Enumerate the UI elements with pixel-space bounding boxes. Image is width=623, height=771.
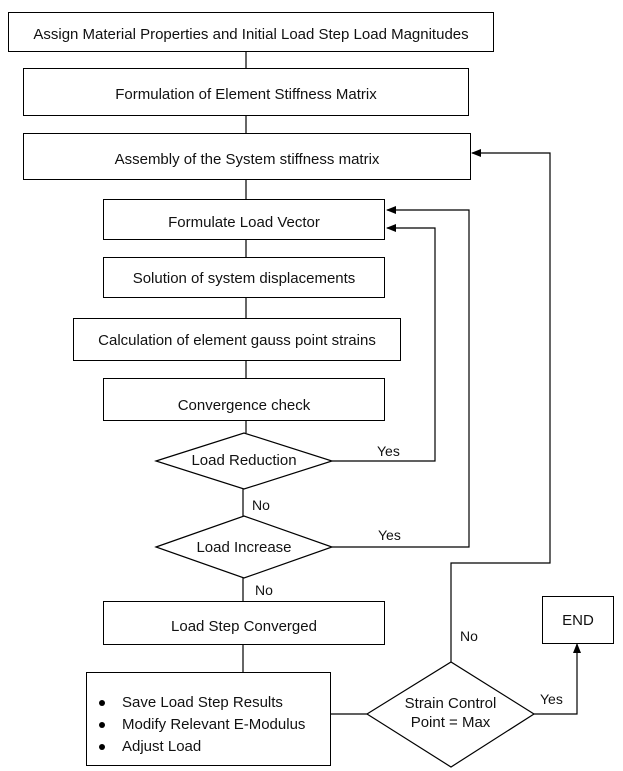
convergence-label: Convergence check <box>177 396 311 414</box>
strain-control-label-line2: Point = Max <box>410 714 491 731</box>
end-label: END <box>562 612 594 629</box>
element-stiffness-box: Formulation of Element Stiffness Matrix <box>23 68 469 116</box>
action-item: Save Load Step Results <box>97 692 305 714</box>
connector-strain-yes-end <box>534 643 581 715</box>
connector-strain-no-loop <box>450 149 551 662</box>
displacements-box: Solution of system displacements <box>103 257 385 298</box>
assign-material-label: Assign Material Properties and Initial L… <box>33 26 469 43</box>
reduction-yes-label: Yes <box>377 443 400 459</box>
system-stiffness-label: Assembly of the System stiffness matrix <box>114 150 380 168</box>
displacements-label: Solution of system displacements <box>132 269 356 287</box>
load-vector-box: Formulate Load Vector <box>103 199 385 240</box>
load-step-converged-label: Load Step Converged <box>171 618 317 635</box>
increase-yes-label: Yes <box>378 527 401 543</box>
element-stiffness-label: Formulation of Element Stiffness Matrix <box>115 86 377 103</box>
system-stiffness-box: Assembly of the System stiffness matrix <box>23 133 471 180</box>
strains-label: Calculation of element gauss point strai… <box>98 331 376 349</box>
actions-box: Save Load Step Results Modify Relevant E… <box>86 672 331 766</box>
convergence-box: Convergence check <box>103 378 385 421</box>
load-increase-diamond <box>154 515 334 579</box>
connector-increase-yes-loop <box>332 206 470 548</box>
load-step-converged-box: Load Step Converged <box>103 601 385 645</box>
action-item: Modify Relevant E-Modulus <box>97 714 305 736</box>
strain-control-diamond <box>365 661 536 768</box>
actions-list: Save Load Step Results Modify Relevant E… <box>97 692 305 758</box>
reduction-no-label: No <box>252 497 270 513</box>
strain-yes-label: Yes <box>540 691 563 707</box>
action-item: Adjust Load <box>97 736 305 758</box>
load-increase-label: Load Increase <box>196 539 292 556</box>
strain-control-label-line1: Strain Control <box>404 695 497 712</box>
assign-material-box: Assign Material Properties and Initial L… <box>8 12 494 52</box>
load-vector-label: Formulate Load Vector <box>168 213 320 231</box>
strain-no-label: No <box>460 628 478 644</box>
connector-reduction-yes-loop <box>332 224 436 462</box>
load-reduction-label: Load Reduction <box>191 452 297 469</box>
increase-no-label: No <box>255 582 273 598</box>
end-box: END <box>542 596 614 644</box>
load-reduction-diamond <box>154 432 334 490</box>
strains-box: Calculation of element gauss point strai… <box>73 318 401 361</box>
